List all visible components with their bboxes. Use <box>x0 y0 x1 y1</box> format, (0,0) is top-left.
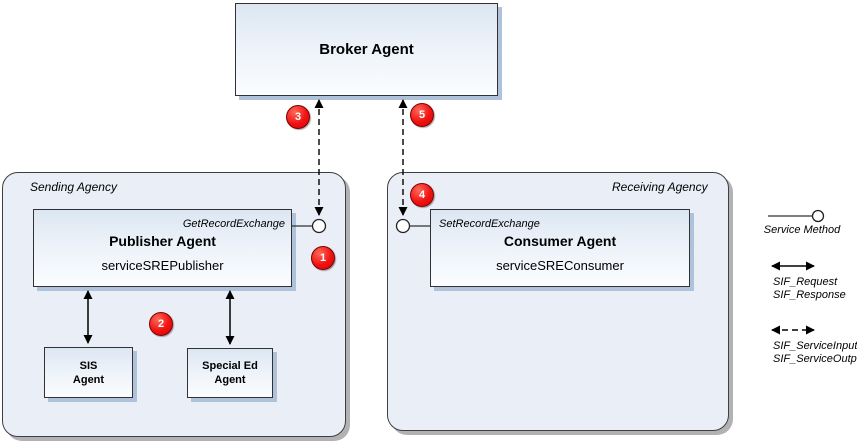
set-record-exchange-label: SetRecordExchange <box>439 218 540 230</box>
broker-agent-title: Broker Agent <box>319 41 414 58</box>
step-badge-4: 4 <box>410 183 434 207</box>
consumer-service-name: serviceSREConsumer <box>496 258 624 273</box>
publisher-service-method-circle-icon <box>311 218 327 234</box>
legend-sif-request-label: SIF_Request <box>773 276 838 288</box>
broker-agent-box: Broker Agent <box>235 3 498 96</box>
sending-agency-label: Sending Agency <box>30 180 117 194</box>
step-badge-1: 1 <box>311 246 335 270</box>
special-ed-agent-name-line1: Special Ed <box>202 360 258 372</box>
publisher-service-name: serviceSREPublisher <box>101 258 224 273</box>
sis-agent-name-line2: Agent <box>72 373 105 386</box>
sis-agent-box: SIS Agent <box>44 347 133 398</box>
get-record-exchange-label: GetRecordExchange <box>182 218 285 230</box>
legend-sif-response-label: SIF_Response <box>773 289 846 301</box>
consumer-agent-title: Consumer Agent <box>503 233 617 249</box>
consumer-service-method-circle-icon <box>395 218 411 234</box>
consumer-agent-box: SetRecordExchange Consumer Agent service… <box>430 209 690 287</box>
legend-service-method-circle-icon <box>811 209 825 223</box>
step-badge-2: 2 <box>149 312 173 336</box>
publisher-agent-box: GetRecordExchange Publisher Agent servic… <box>33 209 292 287</box>
sis-agent-name-line1: SIS <box>79 359 98 372</box>
step-badge-5: 5 <box>410 103 434 127</box>
publisher-agent-title: Publisher Agent <box>109 233 216 249</box>
receiving-agency-label: Receiving Agency <box>612 180 708 194</box>
legend-sif-service-output-label: SIF_ServiceOutput <box>773 353 857 365</box>
step-badge-3: 3 <box>286 105 310 129</box>
special-ed-agent-box: Special Ed Agent <box>187 348 273 398</box>
special-ed-agent-name-line2: Agent <box>214 374 246 386</box>
legend-sif-service-input-label: SIF_ServiceInput <box>773 340 857 352</box>
legend-service-method-label: Service Method <box>763 224 841 236</box>
